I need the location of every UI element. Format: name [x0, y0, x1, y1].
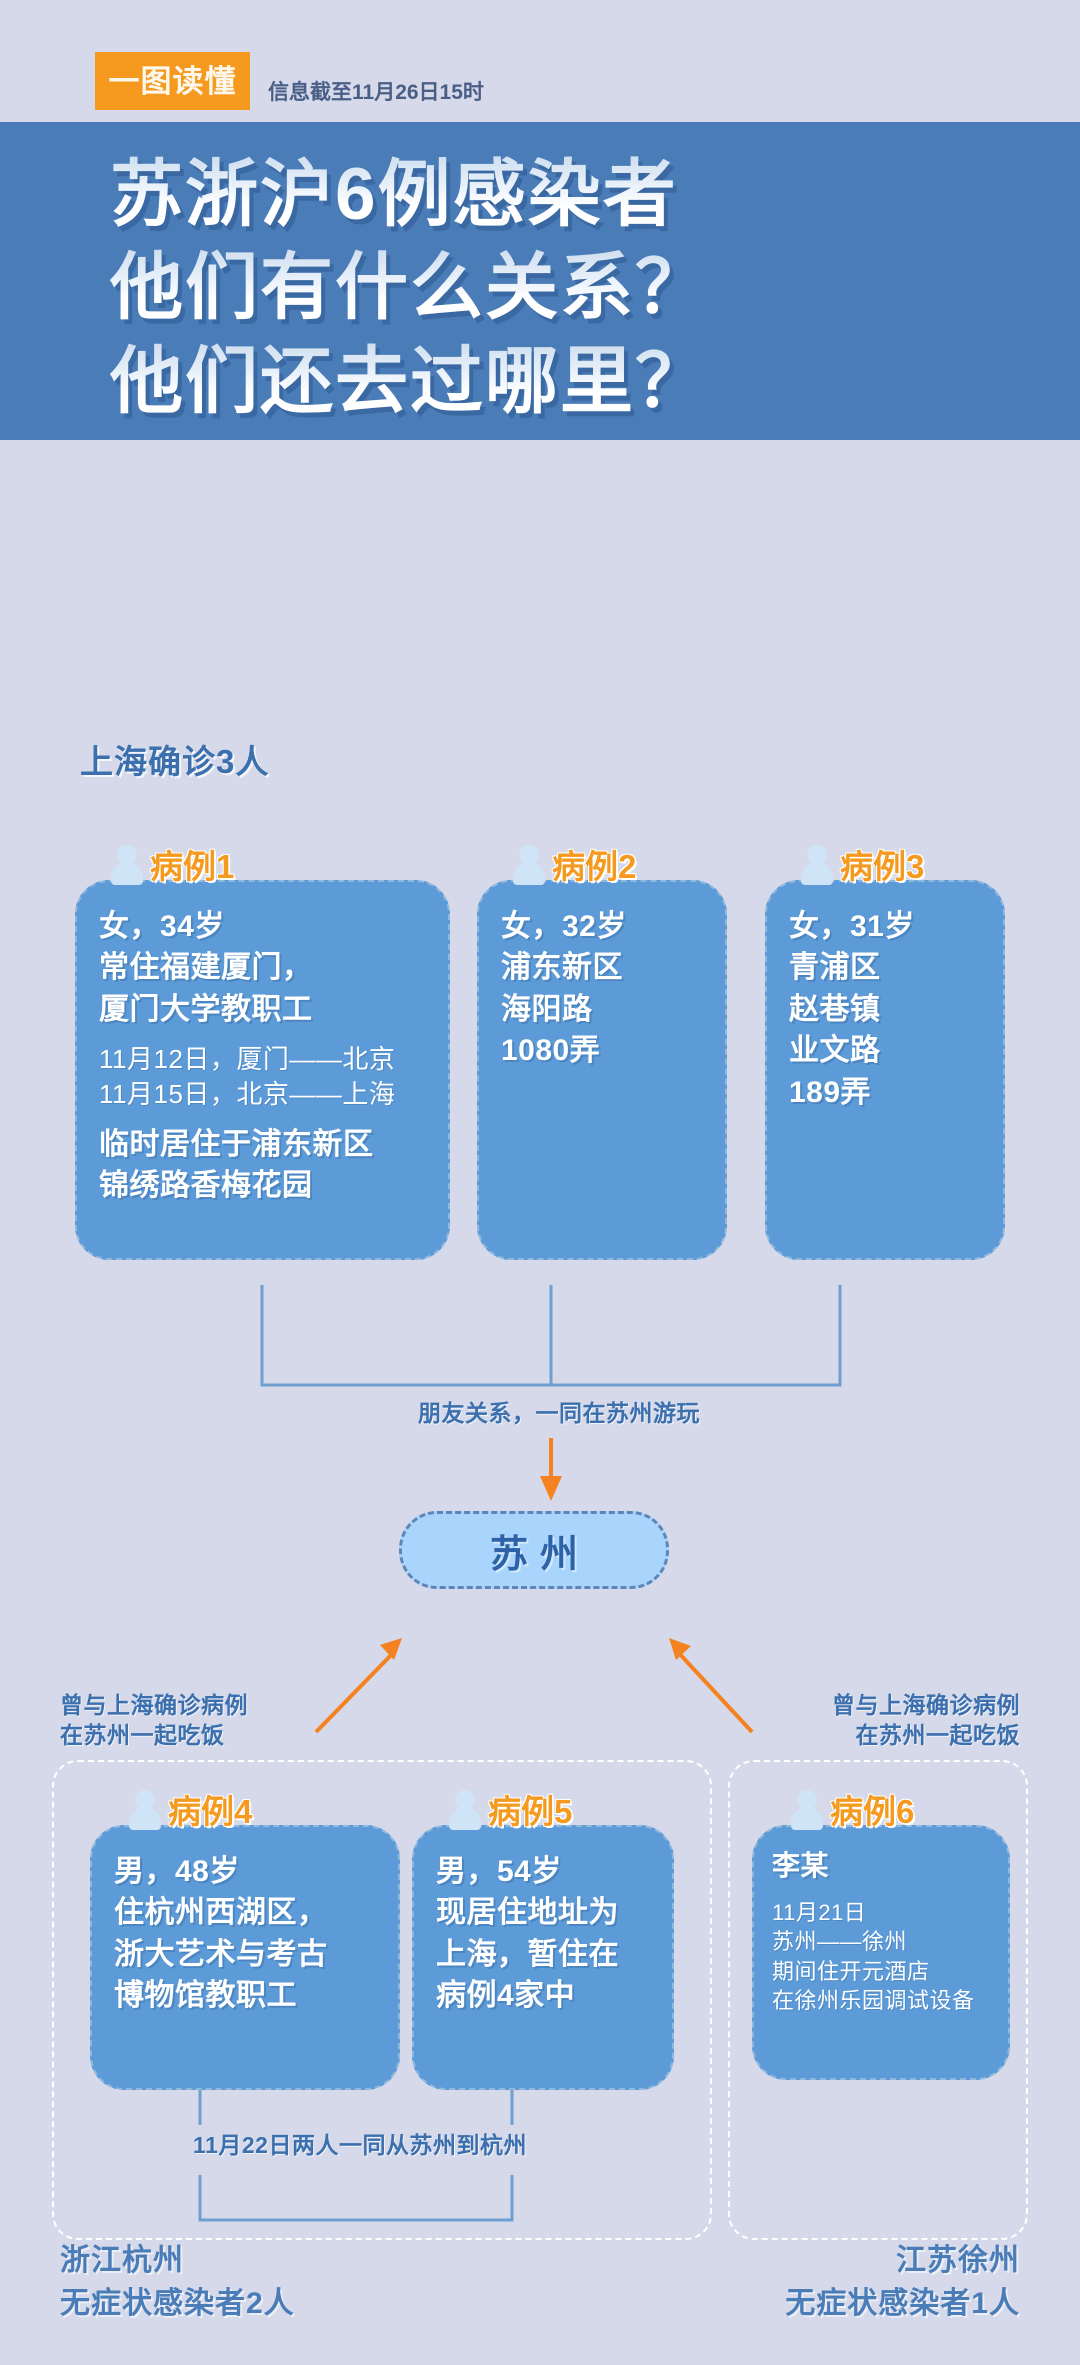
suzhou-node-label: 苏州 — [489, 1533, 590, 1576]
right-dining-caption-line-2: 在苏州一起吃饭 — [855, 1722, 1020, 1749]
person-icon — [512, 845, 546, 885]
left-dining-caption: 曾与上海确诊病例 在苏州一起吃饭 — [60, 1690, 360, 1751]
case-4-line-1: 男，48岁 — [114, 1855, 240, 1888]
case-header-5: 病例5 — [448, 1790, 572, 1830]
case-3-line-4: 业文路 — [789, 1034, 881, 1068]
hangzhou-region-line-2: 无症状感染者2人 — [60, 2286, 295, 2320]
case-header-3: 病例3 — [800, 845, 924, 885]
person-icon — [110, 845, 144, 885]
right-dining-caption-line-1: 曾与上海确诊病例 — [832, 1692, 1020, 1718]
case-header-1: 病例1 — [110, 845, 234, 885]
case-3-line-1: 女，31岁 — [789, 910, 915, 943]
suzhou-node[interactable]: 苏州 — [399, 1511, 669, 1589]
title-line-2: 他们有什么关系？ — [110, 241, 1080, 334]
case-5-line-2: 现居住地址为 — [436, 1896, 619, 1930]
case-card-6[interactable]: 李某 11月21日 苏州——徐州 期间住开元酒店 在徐州乐园调试设备 — [752, 1825, 1010, 2080]
as-of-timestamp: 信息截至11月26日15时 — [268, 81, 484, 104]
case-2-line-4: 1080弄 — [501, 1034, 601, 1068]
case-label-4: 病例4 — [168, 1793, 253, 1830]
xuzhou-region-box — [728, 1760, 1028, 2240]
xuzhou-region-line-1: 江苏徐州 — [896, 2244, 1020, 2277]
case-header-4: 病例4 — [128, 1790, 252, 1830]
hangzhou-region-box — [52, 1760, 712, 2240]
shanghai-section-heading: 上海确诊3人 — [80, 743, 270, 780]
left-dining-caption-line-2: 在苏州一起吃饭 — [60, 1722, 225, 1749]
case-6-detail-1: 11月21日 — [772, 1899, 867, 1925]
case-6-detail-2: 苏州——徐州 — [772, 1929, 908, 1955]
case-header-6: 病例6 — [790, 1790, 914, 1830]
left-dining-caption-line-1: 曾与上海确诊病例 — [60, 1692, 248, 1718]
right-dining-caption: 曾与上海确诊病例 在苏州一起吃饭 — [720, 1690, 1020, 1751]
title-line-1: 苏浙沪6例感染者 — [110, 148, 1080, 241]
case-6-name: 李某 — [772, 1850, 830, 1881]
case-card-1[interactable]: 女，34岁 常住福建厦门， 厦门大学教职工 11月12日，厦门——北京 11月1… — [75, 880, 450, 1260]
case-3-line-5: 189弄 — [789, 1075, 872, 1109]
case-4-line-4: 博物馆教职工 — [114, 1979, 297, 2013]
one-image-badge-label: 一图读懂 — [108, 63, 237, 99]
case-5-line-3: 上海，暂住在 — [436, 1937, 619, 1971]
case-1-travel-1: 11月12日，厦门——北京 — [99, 1044, 396, 1075]
hangzhou-region-line-1: 浙江杭州 — [60, 2244, 184, 2277]
xuzhou-region-label: 江苏徐州 无症状感染者1人 — [620, 2240, 1020, 2325]
case-2-line-1: 女，32岁 — [501, 910, 627, 943]
case-3-line-3: 赵巷镇 — [789, 992, 881, 1026]
case-6-detail-3: 期间住开元酒店 — [772, 1958, 930, 1984]
case-1-line-2: 常住福建厦门， — [99, 951, 313, 985]
case-1-line-1: 女，34岁 — [99, 910, 225, 943]
person-icon — [790, 1790, 824, 1830]
person-icon — [128, 1790, 162, 1830]
case-3-line-2: 青浦区 — [789, 951, 881, 985]
header-bar: 一图读懂 信息截至11月26日15时 — [0, 0, 1080, 120]
friends-relation-caption: 朋友关系，一同在苏州游玩 — [418, 1400, 700, 1426]
case-6-detail-4: 在徐州乐园调试设备 — [772, 1988, 975, 2014]
case-label-5: 病例5 — [488, 1793, 573, 1830]
case-2-line-2: 浦东新区 — [501, 951, 623, 985]
case-card-3[interactable]: 女，31岁 青浦区 赵巷镇 业文路 189弄 — [765, 880, 1005, 1260]
person-icon — [800, 845, 834, 885]
case-card-5[interactable]: 男，54岁 现居住地址为 上海，暂住在 病例4家中 — [412, 1825, 674, 2090]
hangzhou-travel-caption: 11月22日两人一同从苏州到杭州 — [193, 2132, 527, 2158]
title-line-3: 他们还去过哪里？ — [110, 335, 1080, 428]
hangzhou-region-label: 浙江杭州 无症状感染者2人 — [60, 2240, 295, 2325]
case-card-4[interactable]: 男，48岁 住杭州西湖区， 浙大艺术与考古 博物馆教职工 — [90, 1825, 400, 2090]
case-label-2: 病例2 — [552, 848, 637, 885]
case-header-2: 病例2 — [512, 845, 636, 885]
case-1-line-3: 厦门大学教职工 — [99, 992, 313, 1026]
case-1-travel-2: 11月15日，北京——上海 — [99, 1079, 396, 1109]
title-banner: 苏浙沪6例感染者 他们有什么关系？ 他们还去过哪里？ — [0, 122, 1080, 440]
case-label-1: 病例1 — [150, 848, 235, 885]
case-2-line-3: 海阳路 — [501, 992, 593, 1026]
case-1-residence-2: 锦绣路香梅花园 — [99, 1169, 313, 1203]
case-card-2[interactable]: 女，32岁 浦东新区 海阳路 1080弄 — [477, 880, 727, 1260]
one-image-badge: 一图读懂 — [95, 52, 250, 110]
case-4-line-3: 浙大艺术与考古 — [114, 1937, 328, 1971]
person-icon — [448, 1790, 482, 1830]
case-4-line-2: 住杭州西湖区， — [114, 1896, 328, 1930]
case-5-line-1: 男，54岁 — [436, 1855, 562, 1888]
case-label-6: 病例6 — [830, 1793, 915, 1830]
case-label-3: 病例3 — [840, 848, 925, 885]
case-5-line-4: 病例4家中 — [436, 1979, 576, 2013]
case-1-residence-1: 临时居住于浦东新区 — [99, 1127, 374, 1161]
xuzhou-region-line-2: 无症状感染者1人 — [785, 2286, 1020, 2320]
